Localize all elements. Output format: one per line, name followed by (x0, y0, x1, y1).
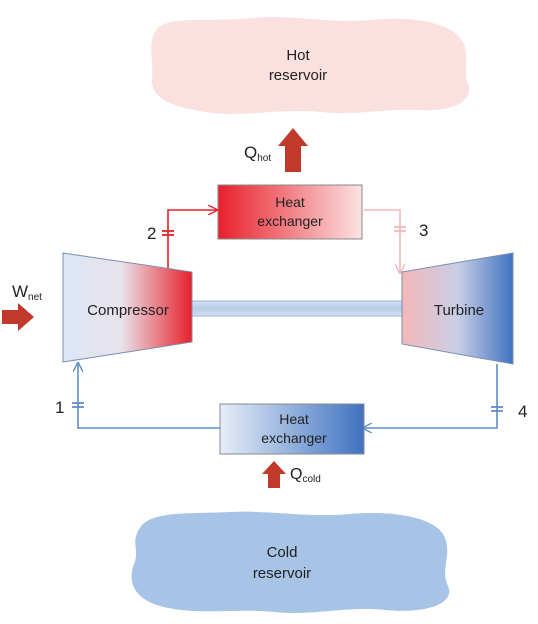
cold-reservoir-label-line1: Cold (267, 544, 298, 561)
state-4-marker (491, 406, 503, 412)
compressor: Compressor (62, 252, 193, 363)
w-net-label: Wnet (12, 282, 42, 303)
compressor-label: Compressor (87, 302, 169, 319)
q-cold-subscript: cold (302, 474, 320, 485)
state-2-label: 2 (147, 224, 156, 243)
hot-reservoir-label-line2: reservoir (269, 67, 327, 84)
pipe-state-4 (364, 364, 498, 428)
heat-exchanger-cold-label-line1: Heat (279, 411, 309, 427)
state-2-marker (162, 230, 174, 236)
hot-reservoir: Hot reservoir (151, 17, 470, 114)
turbine: Turbine (401, 252, 514, 365)
hot-reservoir-label-line1: Hot (286, 47, 310, 64)
cold-reservoir: Cold reservoir (131, 511, 450, 613)
state-3-marker (394, 226, 406, 232)
w-net-subscript: net (28, 292, 42, 303)
heat-exchanger-hot-label-line1: Heat (275, 194, 305, 210)
heat-exchanger-cold-label-line2: exchanger (261, 430, 327, 446)
cold-reservoir-label-line2: reservoir (253, 565, 311, 582)
q-cold-arrow (262, 461, 286, 488)
q-hot-subscript: hot (257, 153, 271, 164)
shaft (191, 300, 403, 317)
q-hot-label: Qhot (244, 143, 271, 164)
turbine-label: Turbine (434, 302, 484, 319)
heat-exchanger-cold: Heat exchanger (219, 403, 365, 455)
state-4-label: 4 (518, 402, 527, 421)
q-cold-label: Qcold (290, 466, 321, 485)
pipe-state-3 (364, 209, 400, 272)
state-1-label: 1 (55, 398, 64, 417)
heat-exchanger-hot: Heat exchanger (217, 184, 363, 240)
heat-exchanger-hot-label-line2: exchanger (257, 213, 323, 229)
q-hot-symbol: Q (244, 143, 257, 162)
pipe-state-1 (78, 364, 220, 429)
pipe-state-2 (167, 210, 216, 272)
state-3-label: 3 (419, 221, 428, 240)
state-1-marker (72, 402, 84, 408)
w-net-symbol: W (12, 282, 28, 301)
q-cold-symbol: Q (290, 466, 302, 483)
w-net-arrow (2, 303, 34, 331)
q-hot-arrow (278, 128, 308, 172)
